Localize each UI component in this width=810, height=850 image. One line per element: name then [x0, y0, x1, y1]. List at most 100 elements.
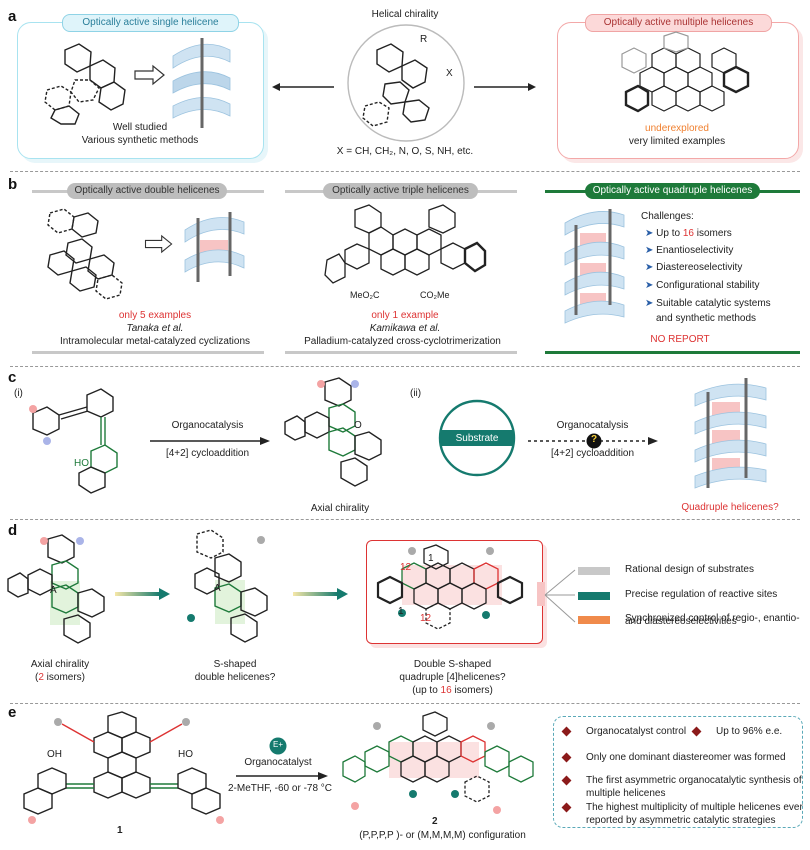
- challenge-item: ➤ Suitable catalytic systems: [645, 298, 771, 311]
- electrophile-label: E+: [272, 740, 283, 749]
- double-author: Tanaka et al.: [126, 323, 184, 334]
- double-bottom-bar: [32, 351, 264, 354]
- label-i: (i): [14, 388, 23, 399]
- e-arrow-bottom: 2-MeTHF, -60 or -78 °C: [228, 783, 333, 794]
- separator-cd: [10, 519, 800, 520]
- configuration-label: (P,P,P,P )- or (M,M,M,M) configuration: [359, 830, 526, 841]
- triple-bottom-bar: [285, 351, 517, 354]
- open-arrow-icon-2: [144, 234, 173, 254]
- d-caption-3c: (up to 16 isomers): [380, 685, 525, 698]
- triple-helicene-tag: Optically active triple helicenes: [323, 183, 478, 199]
- d-num-1b: 1: [398, 606, 404, 617]
- double-helicene-tag: Optically active double helicenes: [67, 183, 227, 199]
- challenges-title: Challenges:: [641, 211, 694, 222]
- panel-letter-d: d: [8, 522, 18, 539]
- legend-swatch: [578, 616, 610, 624]
- ring-a-label-1: A: [50, 585, 57, 596]
- quadruple-helix-ribbon: [564, 209, 625, 324]
- challenge-text-hl: 16: [682, 228, 694, 239]
- d-caption-2b: double helicenes?: [194, 672, 276, 683]
- challenge-text-pre: Suitable catalytic systems: [656, 298, 771, 309]
- legend-connectors: [544, 569, 576, 623]
- single-helicene-caption-2: Various synthetic methods: [81, 135, 199, 146]
- legend-continuation: and diastereoselectivities: [625, 616, 737, 627]
- compound-1-label: 1: [117, 825, 123, 836]
- legend-label: Synchronized control of regio-, enantio-: [625, 613, 800, 624]
- bullet-5-cont: reported by asymmetric catalytic strateg…: [586, 815, 776, 826]
- challenge-item: ➤ Enantioselectivity: [645, 245, 733, 258]
- d-caption-1b: (2 isomers): [15, 672, 105, 685]
- arrow1-bottom-label: [4+2] cycloaddition: [165, 448, 250, 459]
- challenge-continuation: and synthetic methods: [656, 313, 757, 324]
- multiple-helicene-tag: Optically active multiple helicenes: [585, 14, 772, 32]
- d-caption-1a: Axial chirality: [30, 659, 90, 670]
- panel-letter-a: a: [8, 8, 17, 25]
- challenge-text-pre: Up to: [656, 228, 683, 239]
- d-caption-3b: quadruple [4]helicenes?: [399, 672, 506, 683]
- legend-swatch: [578, 592, 610, 600]
- chevron-right-icon: ➤: [645, 262, 657, 273]
- arrow2-top-label: Organocatalysis: [556, 420, 629, 431]
- legend-label: Rational design of substrates: [625, 564, 754, 575]
- gradient-arrow-2: [293, 588, 348, 600]
- ester-left: MeO₂C: [350, 290, 380, 300]
- electrophile-icon: [269, 737, 287, 755]
- d-caption-1b-pre: (: [34, 672, 39, 683]
- multiple-helicene-structure: [621, 31, 750, 113]
- axial-chirality-caption: Axial chirality: [310, 503, 370, 514]
- d-caption-3c-num: 16: [440, 685, 452, 696]
- arrow2-bottom-label: [4+2] cycloaddition: [550, 448, 635, 459]
- double-method: Intramolecular metal-catalyzed cyclizati…: [59, 336, 251, 347]
- d-num-12b: 12: [420, 613, 432, 624]
- legend-swatch: [578, 567, 610, 575]
- axial-structure-d: [7, 534, 105, 644]
- challenge-text-post: isomers: [693, 228, 732, 239]
- single-helicene-caption-1: Well studied: [112, 122, 168, 133]
- d-num-12a: 12: [400, 562, 412, 573]
- d-caption-1b-post: isomers): [43, 672, 86, 683]
- arrow-right-icon: [474, 83, 536, 91]
- arrow-left-icon: [272, 83, 334, 91]
- substrate-structure-c: [29, 388, 118, 494]
- substrate-label: Substrate: [455, 433, 499, 444]
- substrate-circle: [438, 399, 516, 477]
- oh-left-label: OH: [47, 749, 62, 760]
- challenge-item: ➤ Diastereoselectivity: [645, 262, 742, 275]
- o-atom-c: O: [354, 420, 362, 431]
- underexplored-label: underexplored: [645, 123, 709, 134]
- product-structure-c: [284, 377, 382, 487]
- challenge-text-pre: Configurational stability: [656, 280, 760, 291]
- quad-helicene-tag: Optically active quadruple helicenes: [585, 183, 760, 199]
- d-caption-2a: S-shaped: [213, 659, 257, 670]
- challenge-item: ➤ Up to 16 isomers: [645, 228, 732, 241]
- bullet-text: The first asymmetric organocatalytic syn…: [586, 775, 802, 786]
- legend-label: Precise regulation of reactive sites: [625, 589, 778, 600]
- summary-box: [553, 716, 803, 828]
- question-mark-icon: [586, 433, 602, 449]
- triple-helicene-structure: [324, 204, 487, 284]
- label-ii: (ii): [410, 388, 422, 399]
- chevron-right-icon: ➤: [645, 228, 657, 239]
- chevron-right-icon: ➤: [645, 298, 657, 309]
- reaction-arrow-e: [236, 772, 328, 780]
- ho-right-label: HO: [178, 749, 193, 760]
- ester-right: CO₂Me: [420, 290, 450, 300]
- bullet-text: Up to 96% e.e.: [716, 726, 783, 737]
- ring-a-label-2: A: [214, 583, 221, 594]
- triple-author: Kamikawa et al.: [369, 323, 441, 334]
- d-num-1a: 1: [428, 553, 434, 564]
- challenge-item: ➤ Configurational stability: [645, 280, 760, 293]
- single-helicene-structure: [44, 43, 126, 125]
- ho-label-c: HO: [74, 458, 89, 469]
- panel-letter-c: c: [8, 369, 17, 386]
- quadruple-structure-d: [376, 544, 524, 630]
- helical-chirality-circle: [347, 24, 465, 142]
- d-caption-3c-post: isomers): [451, 685, 493, 696]
- question-mark-text: ?: [590, 434, 598, 445]
- bullet-text: The highest multiplicity of multiple hel…: [586, 802, 803, 813]
- double-helix-ribbon: [184, 212, 245, 282]
- challenge-text-pre: Enantioselectivity: [656, 245, 734, 256]
- quadruple-helix-c: [694, 378, 767, 489]
- helical-chirality-title: Helical chirality: [371, 9, 439, 20]
- single-helix-ribbon: [172, 38, 231, 128]
